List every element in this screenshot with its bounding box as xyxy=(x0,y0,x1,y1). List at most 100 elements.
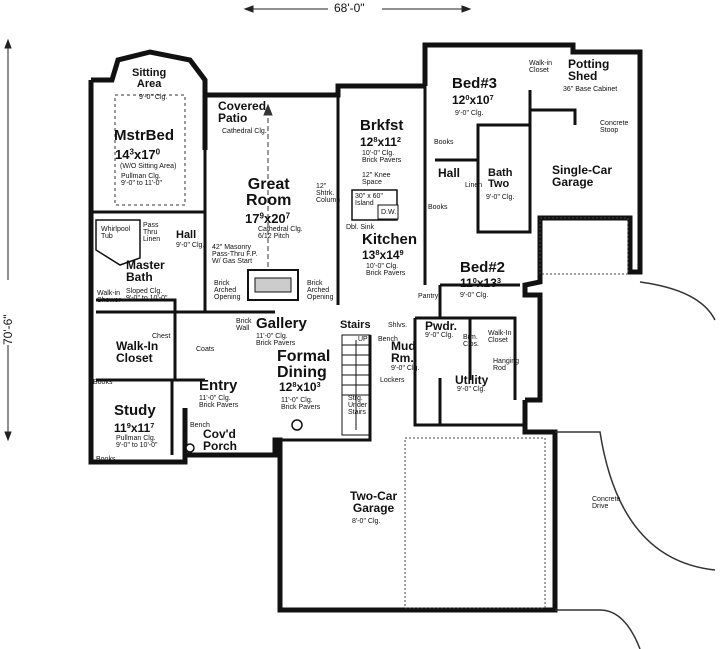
dw-label: D.W. xyxy=(381,209,397,216)
mud-rm-ceiling: 9'-0" Clg. xyxy=(391,365,420,372)
entry-label: Entry xyxy=(199,377,238,394)
great-room-ceiling: Cathedral Clg. 6/12 Pitch xyxy=(258,226,303,240)
brick-arched-opening-left: Brick Arched Opening xyxy=(214,280,241,301)
sitting-area-label: Sitting Area xyxy=(132,67,167,90)
two-car-garage-ceiling: 8'-0" Clg. xyxy=(352,518,381,525)
fireplace-note: 42" Masonry Pass-Thru F.P. W/ Gas Start xyxy=(212,244,258,265)
columns xyxy=(185,419,303,453)
hanging-rod: Hanging Rod xyxy=(493,358,520,372)
island-label: 30" x 60" Island xyxy=(355,193,383,207)
concrete-drive-label: Concrete Drive xyxy=(592,496,621,510)
shlvs-label: Shlvs. xyxy=(388,322,408,329)
linen-right: Linen xyxy=(465,182,483,189)
pwdr-ceiling: 9'-0" Clg. xyxy=(425,332,454,339)
base-cabinet: 36" Base Cabinet xyxy=(563,86,618,93)
master-bath-ceiling: Sloped Clg. 9'-0" to 10'-0" xyxy=(126,288,168,302)
covered-patio-label: Covered Patio xyxy=(218,99,267,125)
bench-label-porch: Bench xyxy=(190,422,210,429)
brkfst-ceiling: 10'-0" Clg. Brick Pavers xyxy=(362,150,402,164)
knee-space: 12" Knee Space xyxy=(362,172,391,186)
utility-ceiling: 9'-0" Clg. xyxy=(457,386,486,393)
bed2-ceiling: 9'-0" Clg. xyxy=(460,292,489,299)
gallery-label: Gallery xyxy=(256,315,307,332)
utility-label: Utility xyxy=(455,373,489,387)
master-bath-label: Master Bath xyxy=(126,258,165,284)
master-bed-label: MstrBed xyxy=(114,127,175,144)
master-bed-note: (W/O Sitting Area) xyxy=(120,163,177,170)
study-dimensions: 119x117 xyxy=(114,421,155,436)
master-bed-dimensions: 143x170 xyxy=(115,147,161,162)
entry-ceiling: 11'-0" Clg. Brick Pavers xyxy=(199,395,239,409)
books-label-study-bottom: Books xyxy=(96,456,116,463)
shtrk-column: 12" Shtrk. Column xyxy=(316,183,341,204)
concrete-stoop: Concrete Stoop xyxy=(600,120,629,134)
brm-clos: Brm. Clos. xyxy=(463,334,479,348)
walk-in-shower: Walk-in Shower xyxy=(97,290,121,304)
overall-depth-dimension xyxy=(4,38,12,442)
single-car-garage-label: Single-Car Garage xyxy=(552,163,613,189)
chest-label: Chest xyxy=(152,333,171,340)
brick-arched-opening-right: Brick Arched Opening xyxy=(307,280,334,301)
great-room-label: Great Room xyxy=(246,176,292,209)
pwdr-label: Pwdr. xyxy=(425,319,458,333)
concrete-drive-outline xyxy=(555,431,716,571)
hall-right-label: Hall xyxy=(438,166,461,180)
overall-width-dimension xyxy=(243,5,472,13)
coats-label: Coats xyxy=(196,346,215,353)
stairs xyxy=(341,334,371,436)
exterior-walls xyxy=(88,42,643,613)
bed3-ceiling: 9'-0" Clg. xyxy=(455,110,484,117)
garage-door-openings xyxy=(404,217,629,609)
great-room-ridge xyxy=(263,103,273,270)
books-label-right-1: Books xyxy=(434,139,454,146)
formal-dining-dimensions: 128x103 xyxy=(279,380,321,395)
potting-shed-label: Potting Shed xyxy=(568,57,610,83)
stairs-label: Stairs xyxy=(340,319,371,331)
covd-porch-label: Cov'd Porch xyxy=(203,427,238,453)
concrete-drive-outline-2 xyxy=(555,609,641,649)
pantry-label: Pantry xyxy=(418,293,439,300)
fireplace-hearth xyxy=(254,277,292,293)
kitchen-dimensions: 138x149 xyxy=(362,248,404,263)
dishwasher xyxy=(377,204,399,220)
bath-two-ceiling: 9'-0" Clg. xyxy=(486,194,515,201)
sitting-area-ceiling: 9'-0" Clg. xyxy=(139,94,168,101)
bed2-dimensions: 110x133 xyxy=(460,276,502,291)
walk-in-closet-label: Walk-In Closet xyxy=(116,339,159,365)
bed3-walk-in-closet: Walk-in Closet xyxy=(529,60,553,74)
strg-under-stairs: Strg. Under Stairs xyxy=(348,395,368,416)
great-room-dimensions: 179x207 xyxy=(245,211,291,226)
formal-dining-ceiling: 11'-0" Clg. Brick Pavers xyxy=(281,397,321,411)
master-bed-ceiling: Pullman Clg. 9'-0" to 11'-0" xyxy=(121,173,162,187)
two-car-garage-label: Two-Car Garage xyxy=(350,489,398,515)
gallery-ceiling: 11'-0" Clg. Brick Pavers xyxy=(256,333,296,347)
brick-wall-label: Brick Wall xyxy=(236,318,252,332)
overall-width-label: 68'-0" xyxy=(334,1,365,15)
dbl-sink: Dbl. Sink xyxy=(346,224,375,231)
bed3-dimensions: 120x107 xyxy=(452,93,494,108)
stairs-up-label: UP xyxy=(358,336,368,343)
covered-patio-ceiling: Cathedral Clg. xyxy=(222,128,267,135)
whirlpool-tub-label: Whirlpool Tub xyxy=(101,226,131,240)
mud-rm-label: Mud Rm. xyxy=(391,339,416,365)
bed2-walk-in-closet: Walk-In Closet xyxy=(488,330,512,344)
whirlpool-tub xyxy=(95,219,141,266)
lockers-label: Lockers xyxy=(380,377,405,384)
books-label-study-top: Books xyxy=(93,379,113,386)
kitchen-ceiling: 10'-0" Clg. Brick Pavers xyxy=(366,263,406,277)
brkfst-dimensions: 128x112 xyxy=(360,135,402,150)
study-ceiling: Pullman Clg. 9'-0" to 10'-0" xyxy=(116,435,158,449)
bench-label-mud: Bench xyxy=(378,336,398,343)
study-label: Study xyxy=(114,402,156,419)
interior-walls xyxy=(91,86,577,455)
kitchen-label: Kitchen xyxy=(362,231,418,248)
hall-left-ceiling: 9'-0" Clg. xyxy=(176,242,205,249)
concrete-drive-edge xyxy=(639,281,716,321)
pass-thru-linen: Pass Thru Linen xyxy=(143,222,161,243)
hall-left-label: Hall xyxy=(176,229,197,241)
bath-two-label: Bath Two xyxy=(488,167,513,190)
bed3-label: Bed#3 xyxy=(452,75,498,92)
bed2-label: Bed#2 xyxy=(460,259,506,276)
brkfst-label: Brkfst xyxy=(360,117,404,134)
